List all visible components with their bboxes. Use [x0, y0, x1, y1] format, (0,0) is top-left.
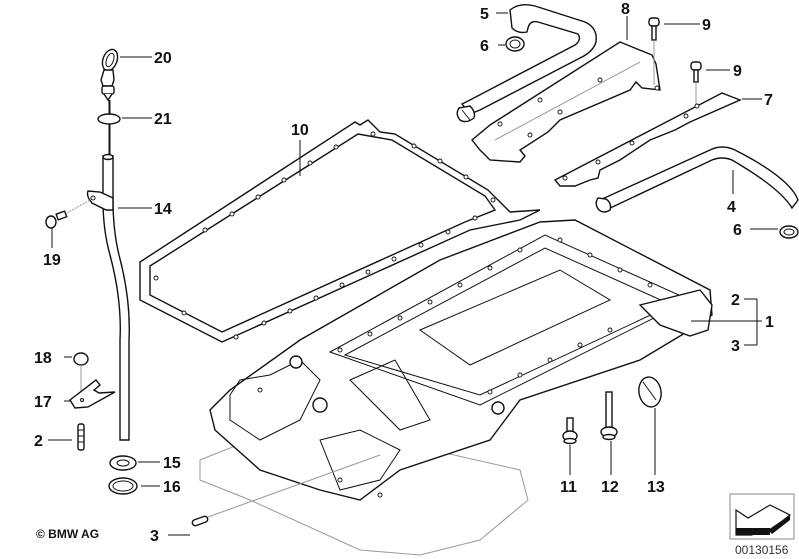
bolt-19-part: [45, 199, 91, 229]
leader-lines: [48, 12, 778, 536]
copyright-text: © BMW AG: [36, 527, 99, 541]
bolt-11-part: [562, 417, 578, 445]
callout-1: 1: [765, 314, 774, 331]
gasket-7-part: [553, 92, 742, 187]
callout-7: 7: [764, 92, 773, 109]
callout-4: 4: [727, 199, 736, 216]
callout-20: 20: [154, 50, 172, 67]
nut-18-part: [73, 352, 89, 395]
bolt-12-part: [600, 391, 618, 441]
callout-10: 10: [291, 122, 309, 139]
callout-14: 14: [154, 201, 172, 218]
callout-18: 18: [34, 350, 52, 367]
callout-9-top: 9: [702, 17, 711, 34]
dipstick-part: [100, 48, 119, 155]
callout-12: 12: [601, 479, 619, 496]
callout-6-top: 6: [480, 38, 489, 55]
bolt-9-lower-part: [690, 61, 702, 110]
callout-3-right: 3: [731, 338, 740, 355]
seal-ring-6-top-part: [505, 36, 525, 52]
callout-2-left: 2: [34, 433, 43, 450]
callout-8: 8: [621, 1, 630, 18]
bolt-9-top-part: [648, 17, 660, 85]
bracket-17-part: [69, 379, 116, 409]
guide-tube-part: [86, 153, 130, 441]
callout-15: 15: [163, 455, 181, 472]
callout-11: 11: [560, 479, 577, 496]
seal-ring-6-right-part: [779, 225, 799, 239]
seal-ring-16-part: [108, 477, 138, 495]
plug-13-part: [638, 376, 662, 408]
hose-4-part: [595, 146, 799, 213]
o-ring-part: [97, 113, 121, 125]
callout-16: 16: [163, 479, 181, 496]
callout-17: 17: [34, 394, 52, 411]
cover-8-part: [471, 41, 661, 163]
oil-pan-gasket-part: [139, 119, 541, 343]
washer-15-part: [109, 455, 137, 471]
callout-9-lower: 9: [733, 63, 742, 80]
callout-2-right: 2: [731, 292, 740, 309]
callout-3-left: 3: [150, 528, 159, 545]
callout-19: 19: [43, 252, 61, 269]
callout-5: 5: [480, 6, 489, 23]
stud-2-part: [77, 423, 85, 451]
oil-pan-part: [199, 219, 713, 556]
reference-number: 00130156: [735, 543, 789, 557]
hose-5-part: [456, 3, 597, 123]
callout-21: 21: [154, 111, 172, 128]
dowel-3-part: [191, 454, 381, 527]
callout-13: 13: [647, 479, 665, 496]
next-page-arrow-button[interactable]: [729, 493, 795, 540]
callout-6-right: 6: [733, 222, 742, 239]
